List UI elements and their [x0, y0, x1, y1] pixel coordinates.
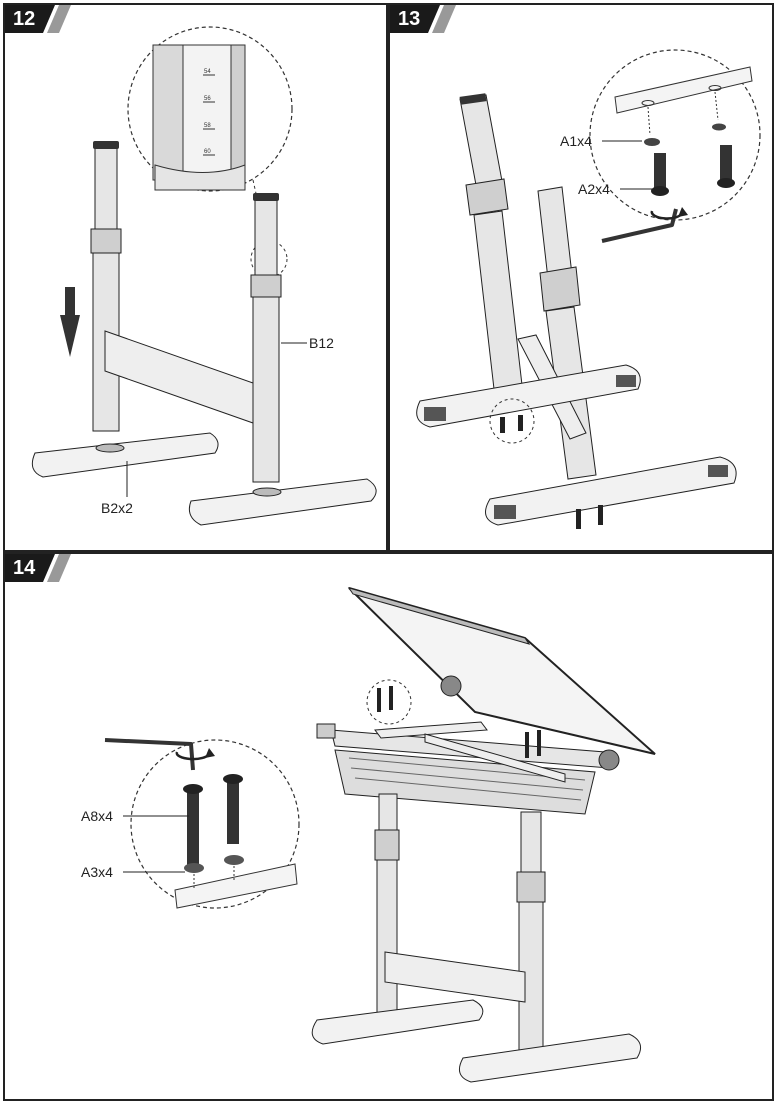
part-label-a3x4: A3x4 [81, 864, 113, 880]
foot-lower [485, 456, 737, 526]
frame-legs [459, 93, 597, 480]
right-leg-b12 [250, 193, 282, 483]
step-14-illustration: A8x4 A3x4 [81, 587, 656, 1083]
step-12-tag [5, 5, 71, 33]
zoom-circle: 54 56 58 60 [127, 26, 293, 192]
scale-tick-56: 56 [204, 96, 211, 102]
desk-feet [311, 999, 642, 1083]
step-13-panel: 13 A1x4 A2x4 [388, 3, 774, 552]
step-12-illustration: 54 56 58 60 [31, 26, 377, 526]
step-13-tag [390, 5, 456, 33]
part-label-b2x2: B2x2 [101, 500, 133, 516]
step-14-tag [5, 554, 71, 582]
step-13-number: 13 [398, 8, 421, 30]
part-label-b12: B12 [309, 335, 334, 351]
part-label-a1x4: A1x4 [560, 133, 592, 149]
step-13-illustration: A1x4 A2x4 [416, 49, 761, 529]
step-12-number: 12 [13, 8, 36, 30]
rotate-icon [175, 748, 215, 761]
scale-tick-54: 54 [204, 69, 211, 75]
rotate-icon [650, 207, 688, 220]
desk-top [347, 587, 656, 755]
foot-upper [416, 364, 641, 428]
left-leg [90, 141, 122, 432]
step-14-number: 14 [13, 557, 36, 579]
step-12-panel: 12 54 56 58 60 [3, 3, 388, 552]
hex-key-icon [104, 738, 195, 771]
foot-left [31, 432, 219, 478]
zoom-circle [589, 49, 761, 221]
desk-frame [316, 675, 620, 815]
step-14-panel: 14 A8x4 A3x4 [3, 552, 774, 1101]
scale-tick-60: 60 [204, 149, 211, 155]
foot-right [188, 478, 377, 526]
arrow-down-icon [60, 287, 80, 357]
desk-legs [374, 793, 546, 1057]
hex-key-icon [601, 208, 678, 243]
zoom-circle [130, 739, 300, 909]
scale-tick-58: 58 [204, 123, 211, 129]
part-label-a2x4: A2x4 [578, 181, 610, 197]
part-label-a8x4: A8x4 [81, 808, 113, 824]
